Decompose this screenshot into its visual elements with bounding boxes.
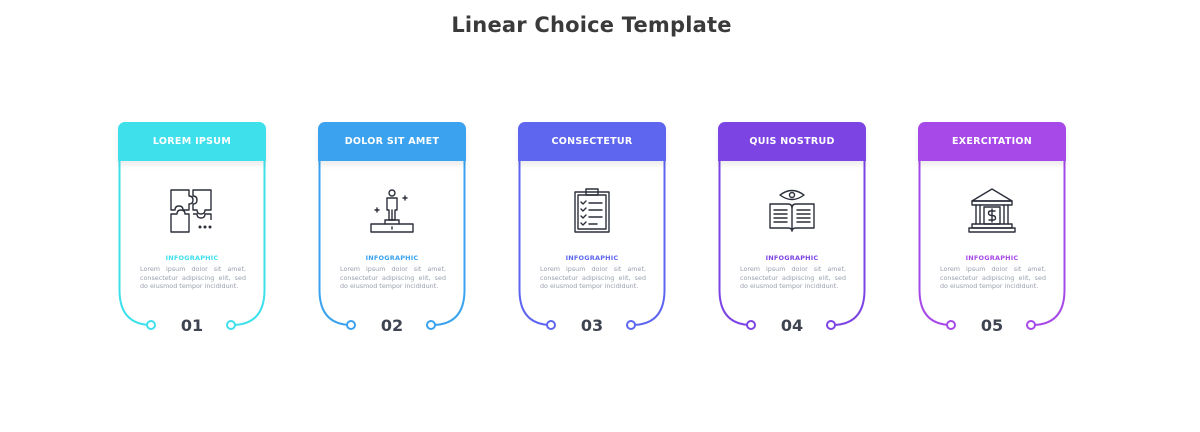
card-description: Lorem ipsum dolor sit amet, consectetur … (140, 265, 246, 291)
connector-dot-left (546, 320, 556, 330)
step-number: 05 (980, 316, 1004, 335)
card-outline (918, 152, 1066, 330)
card-description: Lorem ipsum dolor sit amet, consectetur … (540, 265, 646, 291)
step-number: 04 (780, 316, 804, 335)
puzzle-icon (170, 189, 212, 233)
choice-card-1: LOREM IPSUM INFOGRAPHIC Lorem ipsum dolo… (118, 122, 266, 335)
connector-dot-right (426, 320, 436, 330)
card-header: EXERCITATION (918, 122, 1066, 161)
card-outline (518, 152, 666, 330)
step-number: 03 (580, 316, 604, 335)
choice-card-3: CONSECTETUR INFOGRAPHIC Lorem ipsum dolo… (518, 122, 666, 335)
choice-card-2: DOLOR SIT AMET INFOGRAPHIC Lorem ipsum d… (318, 122, 466, 335)
winner-podium-icon (370, 189, 414, 233)
book-eye-icon (769, 189, 815, 232)
connector-dot-right (626, 320, 636, 330)
card-outline (718, 152, 866, 330)
card-description: Lorem ipsum dolor sit amet, consectetur … (340, 265, 446, 291)
connector-dot-right (1026, 320, 1036, 330)
card-description: Lorem ipsum dolor sit amet, consectetur … (940, 265, 1046, 291)
card-header: DOLOR SIT AMET (318, 122, 466, 161)
step-number: 01 (180, 316, 204, 335)
connector-dot-left (346, 320, 356, 330)
card-outline (118, 152, 266, 330)
clipboard-checklist-icon (574, 188, 610, 233)
card-label: INFOGRAPHIC (765, 254, 819, 262)
connector-dot-left (146, 320, 156, 330)
card-label: INFOGRAPHIC (565, 254, 619, 262)
card-label: INFOGRAPHIC (365, 254, 419, 262)
connector-dot-left (946, 320, 956, 330)
card-outline (318, 152, 466, 330)
card-header: QUIS NOSTRUD (718, 122, 866, 161)
card-header: CONSECTETUR (518, 122, 666, 161)
card-label: INFOGRAPHIC (165, 254, 219, 262)
bank-dollar-icon (968, 188, 1016, 233)
card-label: INFOGRAPHIC (965, 254, 1019, 262)
page-title: Linear Choice Template (451, 13, 732, 37)
choice-card-5: EXERCITATION INFOGRAPHIC Lorem ipsum dol… (918, 122, 1066, 335)
step-number: 02 (380, 316, 404, 335)
card-description: Lorem ipsum dolor sit amet, consectetur … (740, 265, 846, 291)
connector-dot-left (746, 320, 756, 330)
connector-dot-right (226, 320, 236, 330)
card-header: LOREM IPSUM (118, 122, 266, 161)
choice-card-4: QUIS NOSTRUD INFOGRAPHIC Lorem ipsum dol… (718, 122, 866, 335)
connector-dot-right (826, 320, 836, 330)
